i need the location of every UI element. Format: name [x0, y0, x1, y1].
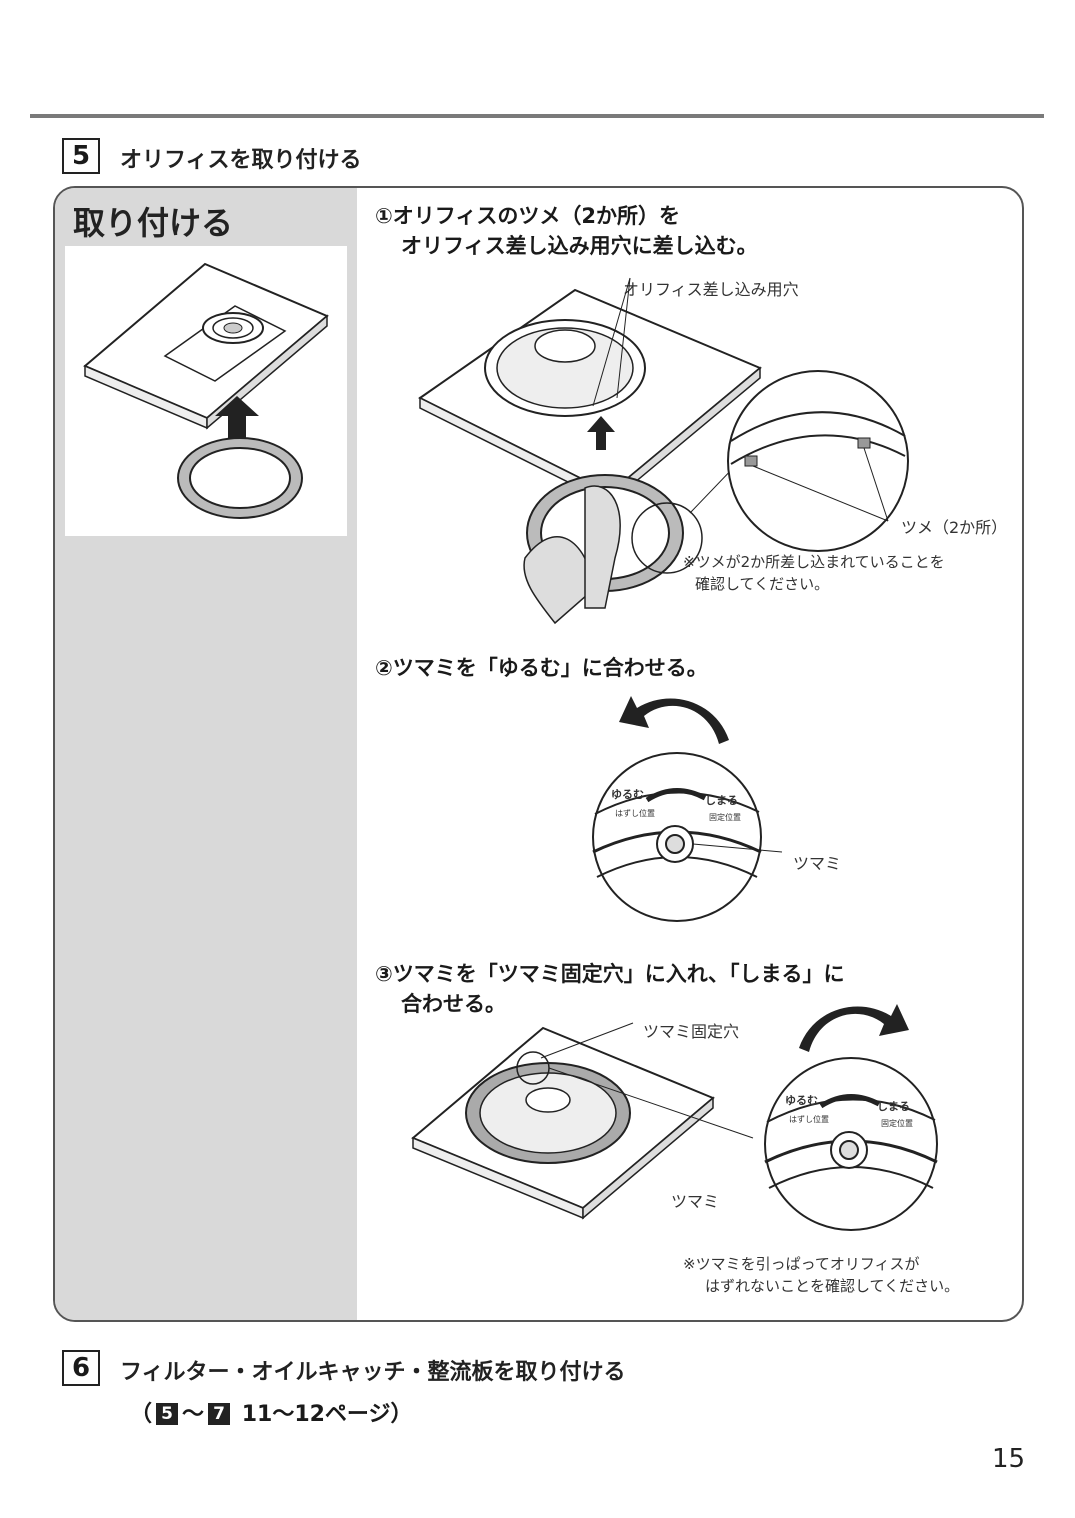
step-2-text: ②ツマミを「ゆるむ」に合わせる。	[375, 656, 708, 680]
step-3-dial-release: はずし位置	[789, 1115, 829, 1124]
step-1-note-line-2: 確認してください。	[695, 575, 830, 593]
top-rule	[30, 114, 1044, 118]
step-3-line-1: ③ツマミを「ツマミ固定穴」に入れ、「しまる」に	[375, 962, 845, 986]
ref-step-to-badge: 7	[208, 1403, 231, 1425]
rotate-left-arrow-icon	[619, 696, 729, 744]
step-1-illustration	[418, 277, 784, 625]
panel-sidebar: 取り付ける	[55, 188, 357, 1320]
step-3-dial-fixed: 固定位置	[881, 1119, 913, 1128]
section-5-number: 5	[62, 138, 100, 174]
step-2-dial-release: はずし位置	[615, 809, 655, 818]
tabs-label: ツメ（2か所）	[901, 518, 1008, 537]
step-3-dial-tighten: しまる	[877, 1100, 910, 1113]
step-3-knob-label: ツマミ	[671, 1192, 720, 1211]
ref-open-paren: （	[130, 1402, 153, 1427]
section-5-title: オリフィスを取り付ける	[120, 148, 362, 173]
section-6-title: フィルター・オイルキャッチ・整流板を取り付ける	[120, 1360, 626, 1385]
step-2-dial-loosen: ゆるむ	[611, 788, 644, 801]
ref-tilde: ～	[182, 1402, 205, 1427]
ref-step-from-badge: 5	[156, 1403, 179, 1425]
step-1-line-2: オリフィス差し込み用穴に差し込む。	[401, 234, 758, 258]
rotate-right-arrow-icon	[799, 1004, 909, 1052]
step-3-dial-illustration	[764, 1057, 938, 1231]
panel-left-title: 取り付ける	[73, 204, 234, 242]
step-3-illustration	[411, 1022, 754, 1220]
overview-hood-diagram	[83, 262, 329, 519]
step-3-note-line-2: はずれないことを確認してください。	[705, 1277, 960, 1295]
section-6-number: 6	[62, 1350, 100, 1386]
step-2-knob-label: ツマミ	[793, 854, 842, 873]
step-2-dial-illustration	[592, 752, 783, 922]
step-1-note-line-1: ※ツメが2か所差し込まれていることを	[683, 553, 945, 571]
instruction-panel: 取り付ける ①オリフィスのツメ（2か所）を オリフィス差し込み用穴に差し込む。 …	[53, 186, 1024, 1322]
tab-zoom-illustration	[727, 370, 909, 552]
orifice-hole-label: オリフィス差し込み用穴	[623, 280, 799, 299]
step-2-dial-fixed: 固定位置	[709, 813, 741, 822]
step-1-line-1: ①オリフィスのツメ（2か所）を	[375, 204, 680, 228]
overview-illustration	[65, 246, 347, 536]
section-6-page-reference: （5～7 11～12ページ）	[130, 1396, 413, 1428]
step-2-dial-tighten: しまる	[705, 794, 738, 807]
step-3-dial-loosen: ゆるむ	[785, 1094, 818, 1107]
step-3-line-2: 合わせる。	[401, 992, 506, 1016]
ref-pages: 11～12ページ）	[241, 1402, 413, 1427]
page-number: 15	[992, 1444, 1026, 1474]
step-3-note-line-1: ※ツマミを引っぱってオリフィスが	[683, 1255, 920, 1273]
knob-fix-hole-label: ツマミ固定穴	[643, 1022, 740, 1041]
